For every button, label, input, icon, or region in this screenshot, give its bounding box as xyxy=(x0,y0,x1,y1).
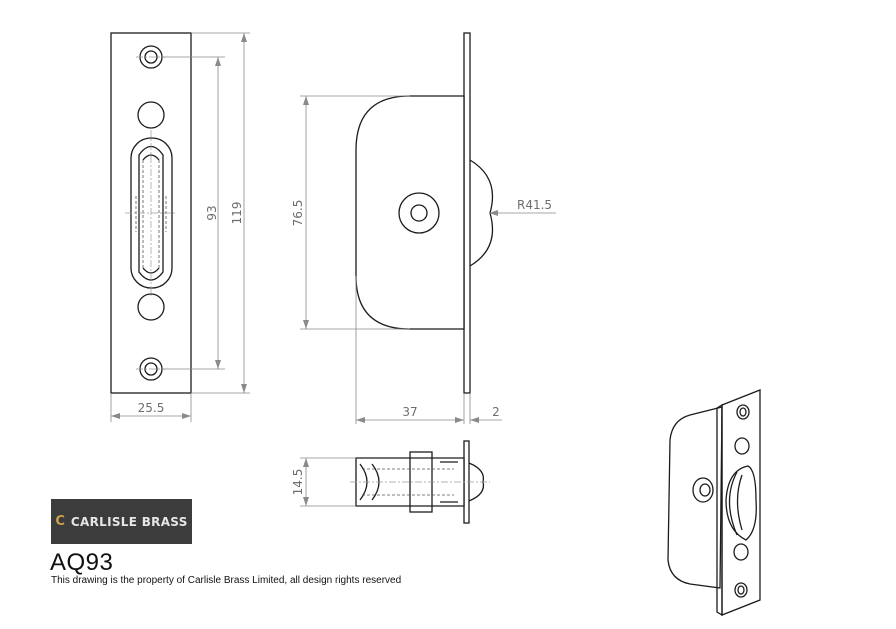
front-view: 93 119 25.5 xyxy=(110,32,250,422)
iso-faceplate xyxy=(721,389,761,616)
iso-top-screw-hole xyxy=(736,404,750,420)
logo-text: CARLISLE BRASS xyxy=(70,514,188,529)
logo-c-icon: C xyxy=(55,514,65,529)
overall-height-label: 119 xyxy=(230,202,244,225)
faceplate-width-label: 25.5 xyxy=(138,401,165,415)
isometric-view xyxy=(667,389,761,617)
axle-hole xyxy=(410,204,428,222)
case-body xyxy=(355,95,465,330)
side-view: 76.5 R41.5 37 2 xyxy=(291,32,556,424)
lower-fixing-hole xyxy=(137,293,165,321)
side-faceplate xyxy=(463,32,471,394)
iso-bottom-screw-hole xyxy=(734,582,748,598)
carlisle-brass-logo: C CARLISLE BRASS xyxy=(51,499,192,544)
upper-fixing-hole xyxy=(137,101,165,129)
body-width-label: 14.5 xyxy=(291,469,305,496)
copyright-notice: This drawing is the property of Carlisle… xyxy=(51,575,402,586)
iso-wheel xyxy=(725,465,757,541)
product-code: AQ93 xyxy=(50,549,114,576)
plan-view: 14.5 xyxy=(291,440,490,524)
axle-boss xyxy=(398,192,440,234)
body-depth-label: 37 xyxy=(402,405,417,419)
body-height-label: 76.5 xyxy=(291,200,305,227)
hole-centres-label: 93 xyxy=(205,205,219,220)
wheel-radius-label: R41.5 xyxy=(517,198,552,212)
plate-thickness-label: 2 xyxy=(492,405,500,419)
